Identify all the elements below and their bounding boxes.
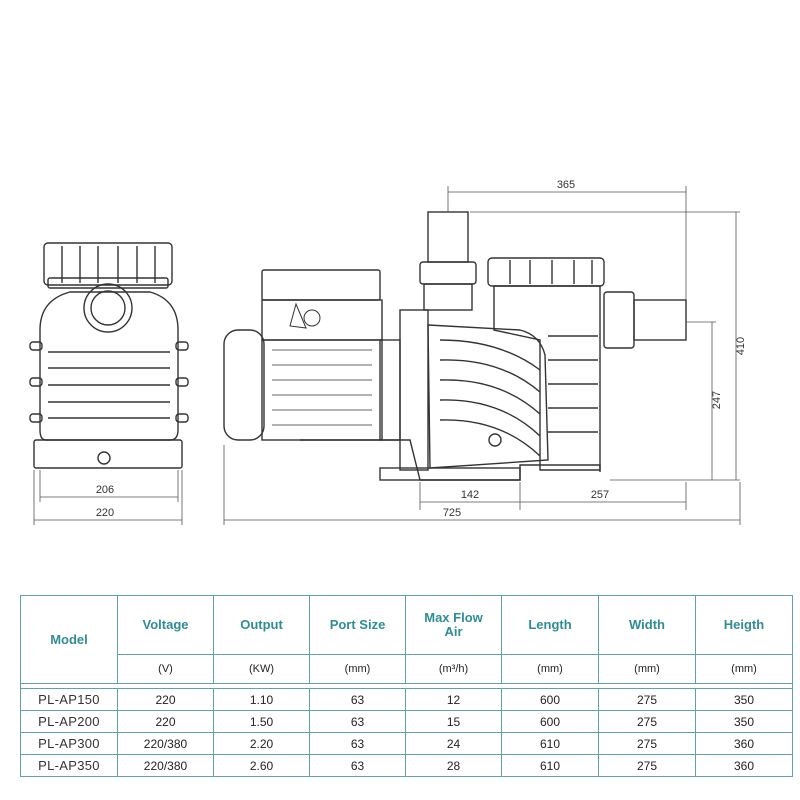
cell-output: 1.50 [213,710,310,733]
unit-length: (mm) [501,654,599,684]
header-max-flow-line1: Max Flow [424,610,483,625]
cell-width: 275 [598,710,696,733]
dim-height-label: 410 [735,337,747,355]
unit-port-size: (mm) [309,654,406,684]
cell-voltage: 220 [117,688,214,711]
cell-max-flow: 28 [405,754,502,777]
dim-front-outer-label: 220 [96,507,114,519]
header-width: Width [598,595,696,655]
table-gap-row [20,683,793,689]
header-output: Output [213,595,310,655]
header-model: Model [20,595,118,684]
cell-voltage: 220/380 [117,732,214,755]
cell-port-size: 63 [309,688,406,711]
header-length: Length [501,595,599,655]
cell-voltage: 220/380 [117,754,214,777]
unit-output: (KW) [213,654,310,684]
cell-max-flow: 24 [405,732,502,755]
cell-output: 1.10 [213,688,310,711]
dim-total-length-label: 725 [443,507,461,519]
table-row: PL-AP200 220 1.50 63 15 600 275 350 [20,710,793,733]
dim-outlet-height-label: 247 [711,391,723,409]
cell-port-size: 63 [309,754,406,777]
side-view-pump [223,211,687,481]
dim-base-offset-label: 142 [461,489,479,501]
cell-height: 350 [695,688,793,711]
header-max-flow-line2: Air [444,624,463,639]
unit-max-flow: (m³/h) [405,654,502,684]
technical-drawing: 206 220 [29,179,747,525]
cell-height: 360 [695,732,793,755]
table-row: PL-AP150 220 1.10 63 12 600 275 350 [20,688,793,711]
cell-output: 2.20 [213,732,310,755]
table-units-row: (V) (KW) (mm) (m³/h) (mm) (mm) (mm) [21,654,793,684]
cell-length: 610 [501,732,599,755]
cell-max-flow: 12 [405,688,502,711]
table-row: PL-AP300 220/380 2.20 63 24 610 275 360 [20,732,793,755]
cell-height: 350 [695,710,793,733]
cell-max-flow: 15 [405,710,502,733]
side-dimension-lines [223,186,741,525]
header-port-size: Port Size [309,595,406,655]
cell-model: PL-AP350 [20,754,118,777]
table-header-row: Model Voltage Output Port Size Max Flow … [20,595,793,684]
cell-length: 610 [501,754,599,777]
dim-base-end-label: 257 [591,489,609,501]
cell-width: 275 [598,754,696,777]
dim-top-length-label: 365 [557,179,575,191]
table-row: PL-AP350 220/380 2.60 63 28 610 275 360 [20,754,793,777]
spec-table: Model Voltage Output Port Size Max Flow … [20,595,793,777]
front-view-pump [29,242,189,469]
cell-port-size: 63 [309,732,406,755]
cell-model: PL-AP200 [20,710,118,733]
unit-voltage: (V) [117,654,214,684]
unit-width: (mm) [598,654,696,684]
cell-model: PL-AP150 [20,688,118,711]
cell-model: PL-AP300 [20,732,118,755]
cell-height: 360 [695,754,793,777]
dim-front-inner-label: 206 [96,484,114,496]
cell-voltage: 220 [117,710,214,733]
cell-width: 275 [598,688,696,711]
cell-port-size: 63 [309,710,406,733]
cell-output: 2.60 [213,754,310,777]
header-voltage: Voltage [117,595,214,655]
front-dimension-lines [33,470,183,525]
cell-length: 600 [501,710,599,733]
cell-length: 600 [501,688,599,711]
unit-height: (mm) [695,654,793,684]
cell-width: 275 [598,732,696,755]
header-max-flow: Max Flow Air [405,595,502,655]
header-height: Heigth [695,595,793,655]
